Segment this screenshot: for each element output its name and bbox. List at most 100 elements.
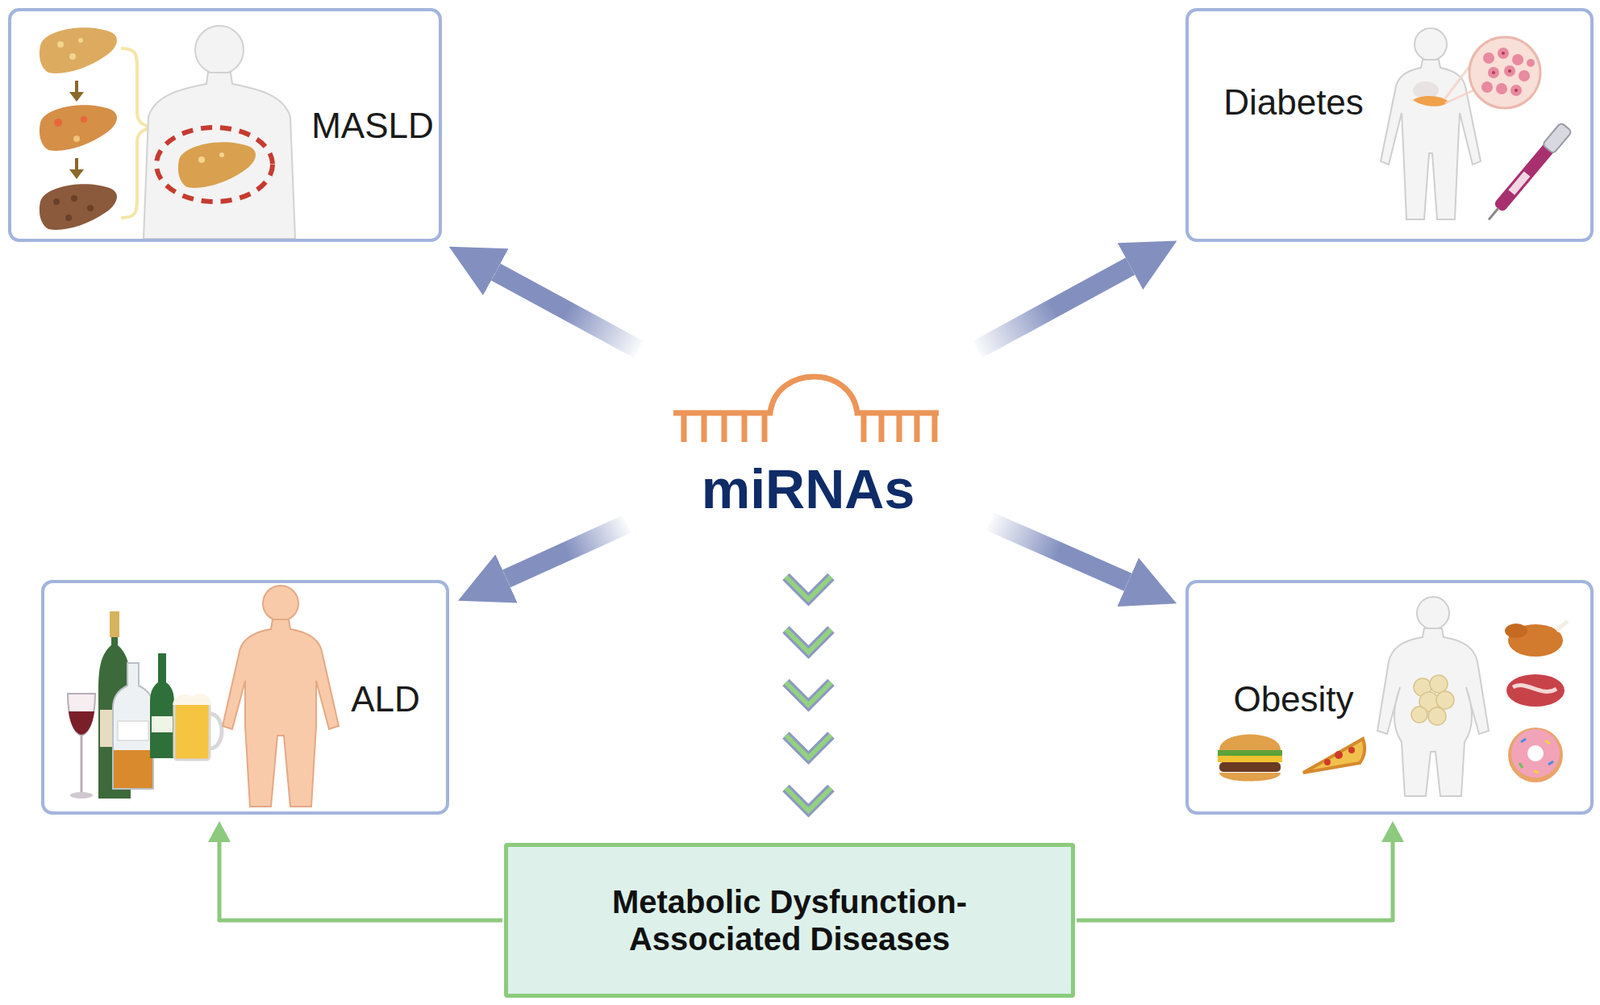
burger	[1217, 734, 1283, 782]
alcoholic-drinks	[67, 611, 222, 799]
pizza-slice	[1348, 746, 1355, 754]
human-figure	[1412, 95, 1449, 107]
insulin-pen	[1488, 208, 1499, 221]
disease-label: ALD	[350, 679, 421, 721]
alcoholic-drinks	[68, 711, 95, 735]
liver-progression	[70, 195, 78, 202]
alcoholic-drinks	[80, 735, 84, 794]
alcoholic-drinks	[209, 713, 222, 749]
donut	[1519, 738, 1554, 773]
roast-chicken	[1556, 620, 1568, 631]
human-figure	[1411, 706, 1428, 723]
pizza-slice	[1303, 738, 1365, 773]
alcoholic-drinks	[70, 791, 93, 799]
burger	[1219, 772, 1281, 782]
chevron	[786, 629, 832, 653]
human-figure	[1504, 65, 1516, 77]
steak	[1506, 674, 1565, 707]
human-figure	[1512, 54, 1524, 66]
donut	[1533, 770, 1539, 773]
human-figure	[1501, 51, 1505, 55]
donut	[1520, 738, 1526, 742]
chevron	[786, 787, 832, 811]
human-figure	[262, 585, 299, 621]
arrow-path	[495, 271, 639, 350]
alcoholic-drinks	[174, 703, 210, 760]
liver-progression	[69, 91, 84, 102]
disease-box: ALD	[41, 579, 450, 815]
alcoholic-drinks	[150, 653, 175, 759]
insulin-pen	[1508, 170, 1530, 195]
pizza-slice	[1334, 750, 1343, 759]
central-node: miRNAs	[637, 354, 980, 529]
roast-chicken	[1504, 623, 1528, 638]
pizza-slice	[1324, 758, 1331, 766]
steak	[1506, 674, 1565, 707]
human-figure	[1377, 628, 1489, 796]
steak	[1512, 684, 1557, 692]
human-figure	[1469, 37, 1541, 109]
human-silhouette	[178, 141, 256, 188]
human-figure	[1481, 47, 1535, 96]
arrow-path	[506, 524, 627, 580]
human-silhouette	[195, 25, 244, 75]
human-figure	[222, 585, 339, 807]
donut	[1508, 727, 1563, 783]
human-figure	[1380, 28, 1541, 220]
arrow-connector	[219, 841, 503, 921]
donut	[1511, 729, 1560, 778]
human-figure	[1428, 707, 1446, 725]
human-figure	[1380, 59, 1481, 220]
chevron	[786, 629, 832, 653]
arrow-path	[977, 266, 1130, 350]
human-figure	[1491, 70, 1496, 75]
human-silhouette	[143, 25, 296, 239]
human-figure	[1416, 596, 1450, 630]
arrow-path	[219, 841, 503, 921]
pizza-slice	[1303, 738, 1365, 773]
burger	[1219, 762, 1281, 772]
mirna-icon	[673, 376, 939, 442]
human-figure	[1508, 69, 1512, 73]
human-figure	[1491, 51, 1518, 92]
human-figure	[222, 619, 339, 807]
arrow-connector	[977, 266, 1130, 350]
donut	[1527, 745, 1544, 762]
alcoholic-drinks	[172, 693, 212, 705]
human-figure	[1483, 52, 1495, 64]
human-figure	[1514, 88, 1518, 92]
arrow-connector	[506, 524, 627, 580]
arrow-connector	[990, 521, 1129, 583]
liver-progression	[54, 118, 63, 127]
summary-box: Metabolic Dysfunction- Associated Diseas…	[504, 842, 1075, 998]
liver-progression	[39, 104, 117, 151]
liver-progression	[39, 27, 117, 230]
alcoholic-drinks	[109, 611, 120, 638]
liver-progression	[69, 169, 84, 180]
liver-progression	[69, 53, 76, 60]
human-silhouette	[156, 127, 273, 202]
disease-label: Diabetes	[1223, 82, 1364, 124]
chevron	[786, 735, 832, 759]
alcoholic-drinks	[112, 662, 154, 789]
human-figure	[1510, 84, 1522, 96]
liver-progression	[57, 41, 64, 48]
liver-progression	[80, 116, 88, 123]
disease-box: MASLD	[8, 8, 442, 242]
donut	[1508, 727, 1563, 783]
human-silhouette	[198, 156, 205, 163]
mirna-icon	[673, 376, 939, 413]
arrow-path	[990, 521, 1129, 583]
alcoholic-drinks	[113, 750, 153, 788]
insulin-pen	[1541, 122, 1572, 155]
burger	[1217, 755, 1283, 763]
disease-label: MASLD	[311, 105, 434, 147]
mirna-label: miRNAs	[701, 457, 916, 521]
human-figure	[1526, 58, 1535, 67]
donut	[1548, 761, 1554, 765]
insulin-pen	[1483, 122, 1572, 225]
human-figure	[1518, 70, 1530, 82]
human-figure	[1411, 675, 1455, 725]
liver-progression	[65, 214, 72, 221]
